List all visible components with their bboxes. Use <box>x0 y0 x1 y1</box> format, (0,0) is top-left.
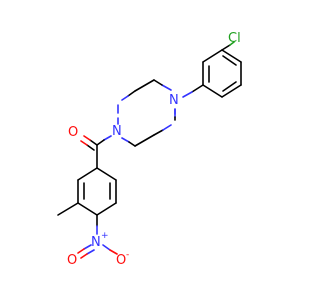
ring-bond-inner <box>222 55 237 66</box>
pip-bond-n <box>121 137 130 143</box>
ring-bond <box>221 84 242 98</box>
pip-bond <box>134 134 155 147</box>
aryl-n-bond-n <box>182 91 193 98</box>
n-carbonyl-bond <box>96 139 105 146</box>
pip-bond-n <box>162 124 172 131</box>
n-o-left-bond-2-o <box>80 253 88 259</box>
oxygen-carbonyl-label: O <box>68 125 78 140</box>
ring-bond-inner <box>222 81 237 92</box>
n-carbonyl-bond-n <box>103 135 112 141</box>
n-o-left-bond-1-n <box>83 244 92 250</box>
co-bond-2 <box>86 144 95 151</box>
nitrotolyl-ring <box>77 167 117 216</box>
aryl-n-bond <box>191 84 204 93</box>
pip-bond <box>153 79 163 86</box>
co-bond-1 <box>89 139 98 146</box>
nitro-oxygen-left-label: O <box>67 253 77 268</box>
nitro-oxygen-right-label: O <box>116 253 126 268</box>
pip-bond-n <box>161 84 172 91</box>
chlorine-atom-label: Cl <box>228 31 241 46</box>
n-o-left-bond-2-n <box>86 249 95 255</box>
ring-bond <box>96 202 117 216</box>
n-o-right-bond-o <box>109 249 118 255</box>
ring-bond <box>77 167 98 181</box>
pip-bond <box>127 90 136 97</box>
pip-bond <box>128 141 136 147</box>
structure-diagram: Cl N N O <box>57 31 242 268</box>
molecule-canvas: Cl N N O <box>57 31 242 268</box>
nitrogen-lower-label: N <box>112 124 122 139</box>
nitro-nitrogen-label: N <box>91 235 101 250</box>
nitro-minus-charge: - <box>126 250 129 260</box>
nitro-plus-charge: + <box>101 231 109 241</box>
ring-bond <box>202 84 223 98</box>
nitrogen-upper-label: N <box>169 93 179 108</box>
co-bond-1-o <box>83 135 91 141</box>
pip-bond <box>153 129 164 136</box>
ring-bond <box>221 49 242 63</box>
ring-bond <box>96 167 117 181</box>
c-cl-bond-cl <box>229 41 235 46</box>
chlorophenyl-ring <box>202 49 242 98</box>
ring-bond <box>202 49 223 63</box>
co-bond-2-o <box>80 140 88 146</box>
c-cl-bond <box>221 44 231 51</box>
n-o-right-bond-n <box>102 244 111 251</box>
pip-bond <box>134 79 155 92</box>
methyl-bond <box>57 202 79 216</box>
n-o-left-bond-1-o <box>77 248 85 254</box>
piperazine-ring <box>117 79 176 147</box>
ring-bond <box>77 202 98 216</box>
pip-bond-n <box>121 95 129 101</box>
